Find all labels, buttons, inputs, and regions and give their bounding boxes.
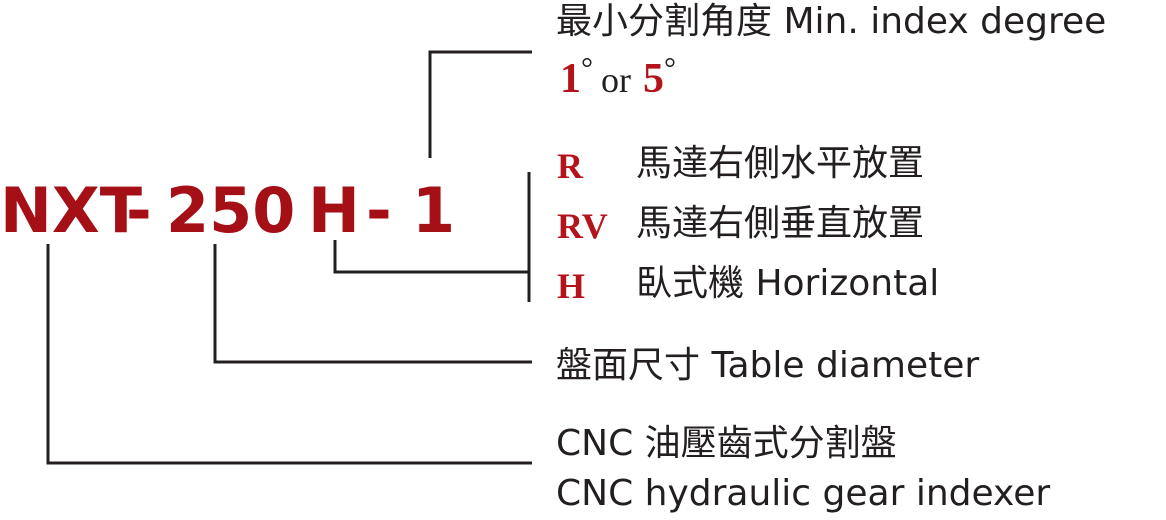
index-degree-option-2: 5 (643, 56, 664, 102)
model-index-code: 1 (412, 174, 456, 247)
connector-series (46, 244, 532, 465)
index-degree-or: or (601, 60, 631, 100)
model-table-size: 250 (166, 174, 296, 247)
series-label-en: CNC hydraulic gear indexer (556, 473, 1051, 514)
degree-symbol-2: ° (664, 52, 676, 85)
connector-table-diameter (213, 244, 532, 364)
index-degree-option-1: 1 (560, 56, 581, 102)
index-degree-label: 最小分割角度 Min. index degree (556, 1, 1107, 42)
connector-orientation (333, 240, 528, 274)
model-orientation-code: H (308, 174, 360, 247)
orientation-code-r: R (557, 146, 583, 186)
series-label-zh: CNC 油壓齒式分割盤 (556, 423, 897, 464)
orientation-code-rv: RV (557, 206, 608, 246)
orientation-desc-rv: 馬達右側垂直放置 (636, 203, 925, 244)
model-prefix: NXT (0, 174, 142, 247)
degree-symbol-1: ° (581, 52, 593, 85)
model-separator-1: - (126, 174, 152, 247)
orientation-desc-r: 馬達右側水平放置 (636, 143, 925, 184)
orientation-desc-h: 臥式機 Horizontal (636, 263, 940, 304)
model-separator-2: - (366, 174, 392, 247)
connector-index-degree (428, 50, 532, 158)
orientation-code-h: H (557, 266, 586, 306)
table-diameter-label: 盤面尺寸 Table diameter (556, 345, 980, 386)
